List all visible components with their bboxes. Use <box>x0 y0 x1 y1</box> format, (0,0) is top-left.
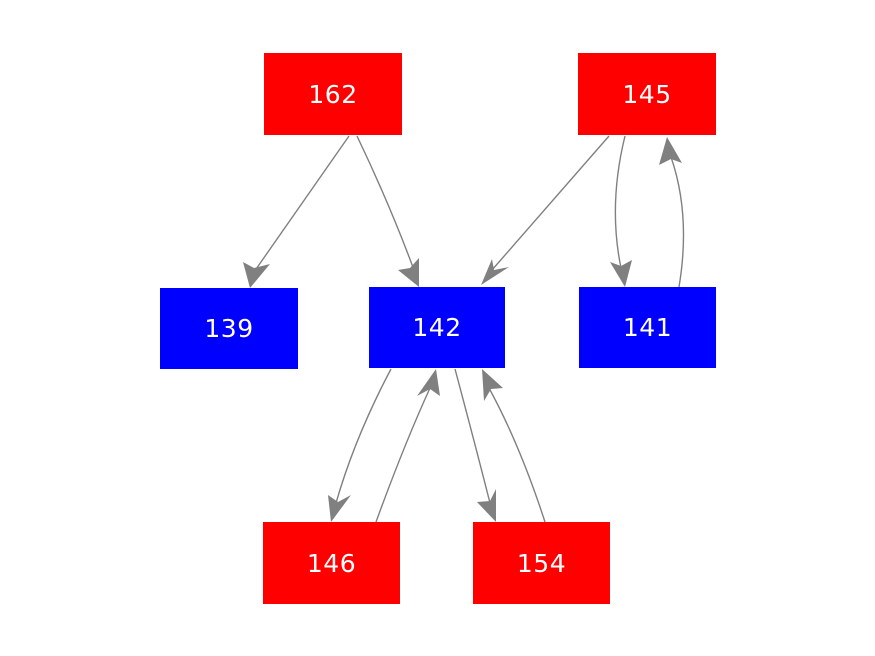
node-label-141: 141 <box>622 313 673 342</box>
node-label-145: 145 <box>622 79 672 109</box>
node-142[interactable]: 142 <box>369 287 505 368</box>
node-162[interactable]: 162 <box>264 53 402 135</box>
edge-142-to-154 <box>454 368 496 522</box>
node-141[interactable]: 141 <box>579 287 716 368</box>
node-label-154: 154 <box>516 548 567 578</box>
node-label-142: 142 <box>412 313 462 342</box>
edge-162-to-142 <box>356 135 419 287</box>
edge-145-to-142 <box>481 135 610 285</box>
node-label-146: 146 <box>306 548 357 578</box>
edge-142-to-146 <box>328 368 392 522</box>
edge-141-to-145 <box>659 137 685 288</box>
node-146[interactable]: 146 <box>263 522 400 604</box>
edge-145-to-141 <box>610 135 632 287</box>
node-label-139: 139 <box>204 314 254 343</box>
edge-162-to-139 <box>243 135 350 288</box>
node-label-162: 162 <box>308 79 358 109</box>
node-145[interactable]: 145 <box>578 53 716 135</box>
node-139[interactable]: 139 <box>160 288 298 369</box>
node-154[interactable]: 154 <box>473 522 610 604</box>
edge-146-to-142 <box>375 369 440 523</box>
edge-154-to-142 <box>482 369 546 523</box>
